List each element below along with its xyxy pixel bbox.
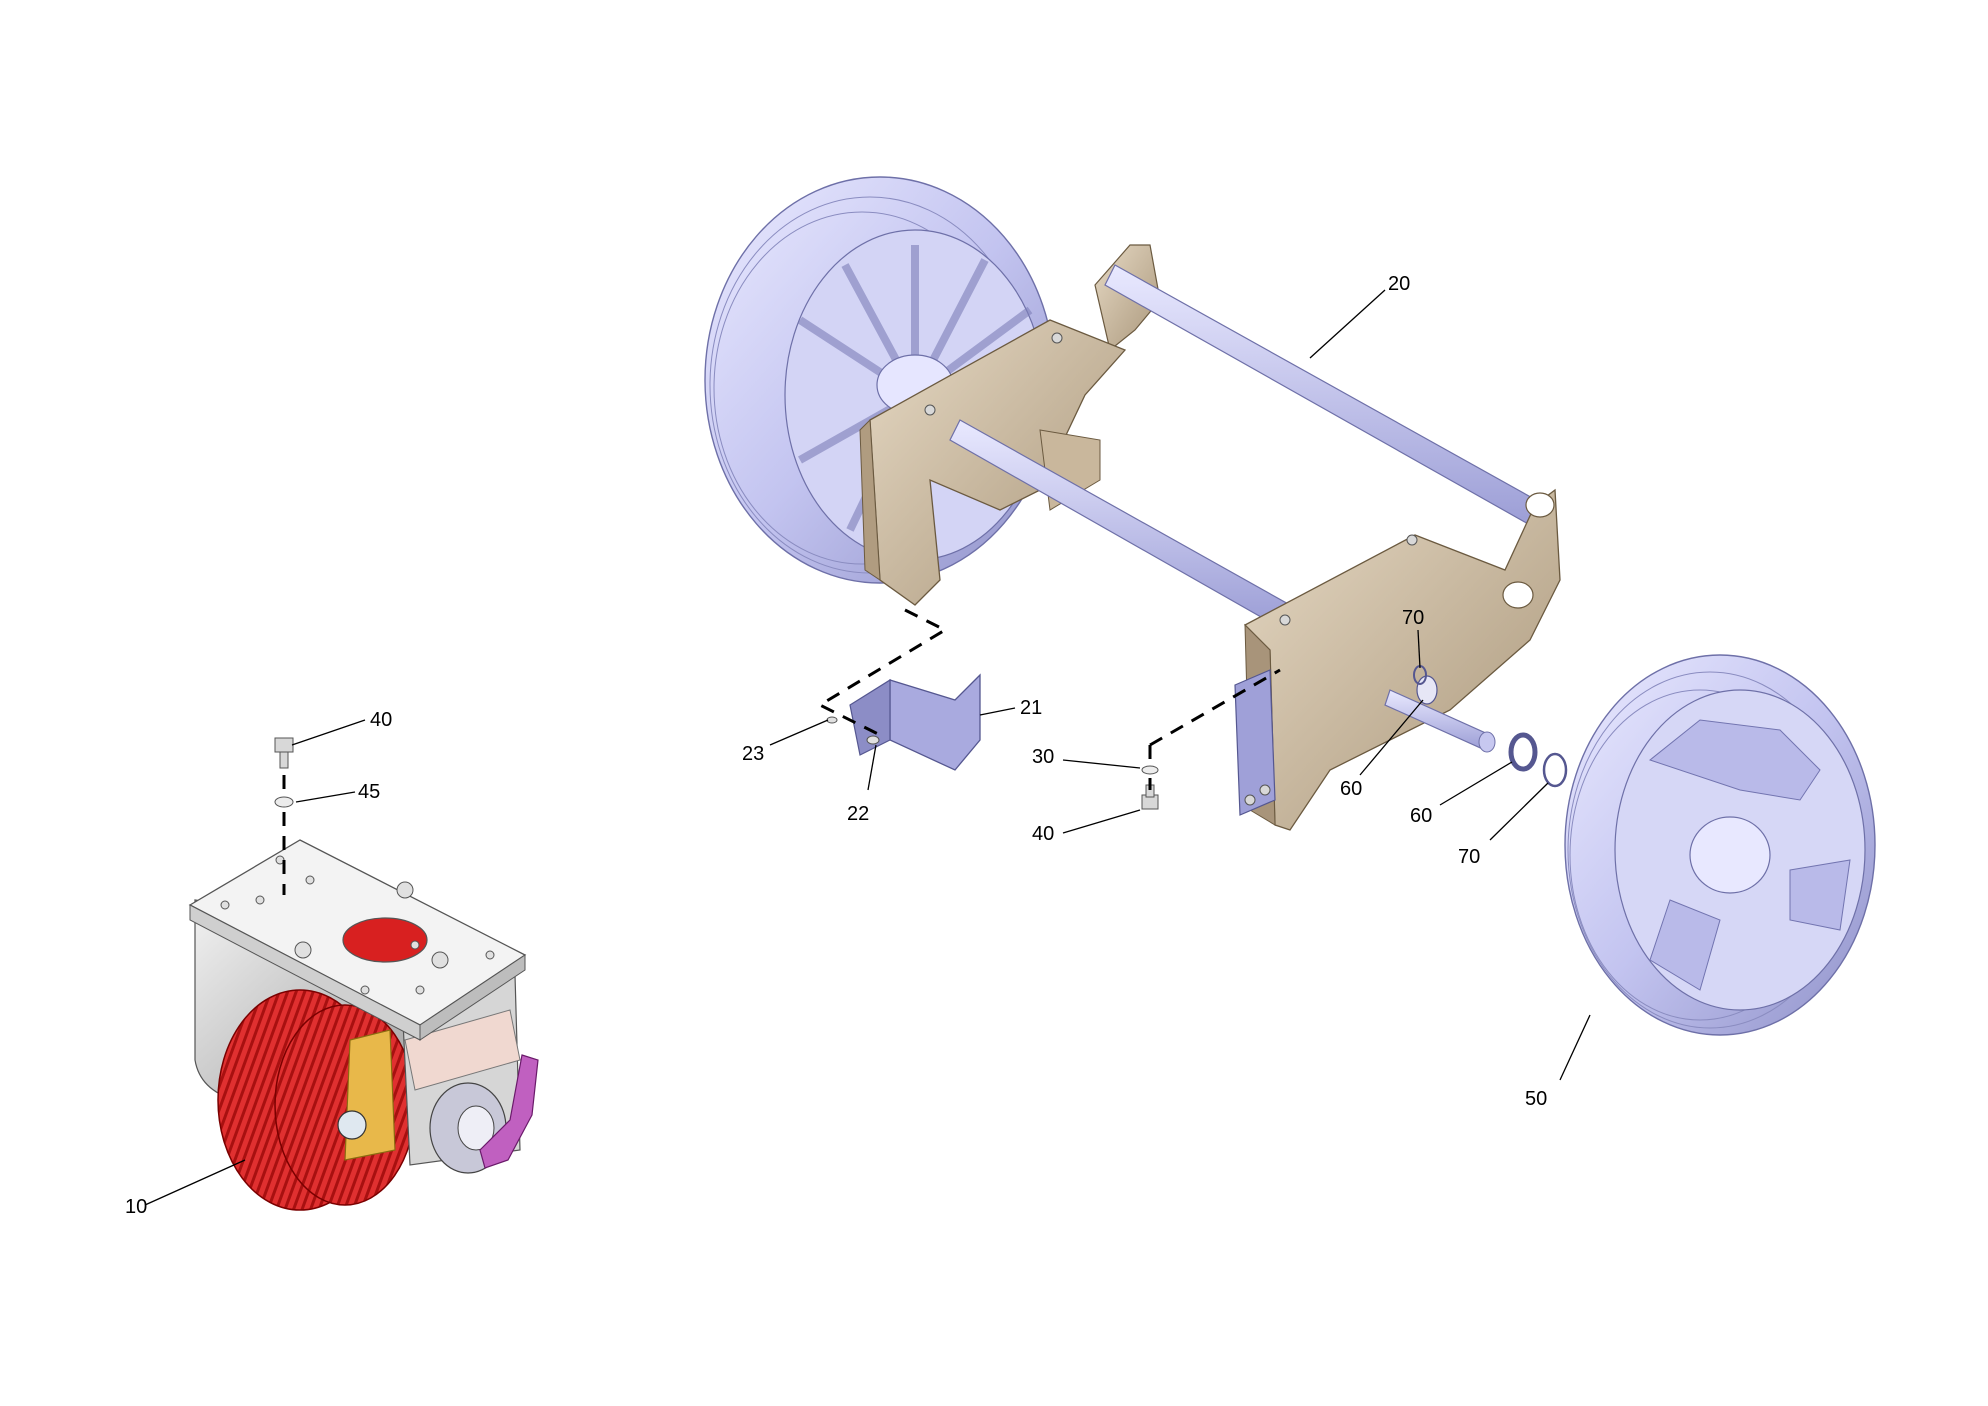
bracket-part <box>849 673 981 771</box>
washer-right-part <box>1141 765 1159 775</box>
assembly-line-bracket <box>816 608 949 737</box>
callout-40-left: 40 <box>370 709 392 731</box>
callout-22: 22 <box>847 803 869 825</box>
callout-20: 20 <box>1388 273 1410 295</box>
callouts: 10 20 21 22 23 30 40 40 45 50 60 60 70 7… <box>125 273 1591 1218</box>
circlip-loose-part <box>1542 752 1568 788</box>
callout-23: 23 <box>742 743 764 765</box>
callout-40-right: 40 <box>1032 823 1054 845</box>
assembly-line-right <box>1148 668 1281 790</box>
right-wheel <box>1564 654 1876 1036</box>
callout-60-loose: 60 <box>1410 805 1432 827</box>
washer-loose-part <box>1508 732 1538 772</box>
bolt-left-part <box>274 737 294 769</box>
bracket-washer-part <box>826 716 838 724</box>
callout-45: 45 <box>358 781 380 803</box>
callout-70-loose: 70 <box>1458 846 1480 868</box>
bracket-bolt-part <box>866 735 880 745</box>
drive-unit <box>188 839 539 1211</box>
callout-70-axle: 70 <box>1402 607 1424 629</box>
callout-60-axle: 60 <box>1340 778 1362 800</box>
callout-30: 30 <box>1032 746 1054 768</box>
callout-50: 50 <box>1525 1088 1547 1110</box>
washer-axle-part <box>1416 675 1438 705</box>
frame <box>859 244 1561 831</box>
callout-21: 21 <box>1020 697 1042 719</box>
washer-left-part <box>274 796 294 808</box>
callout-10: 10 <box>125 1196 147 1218</box>
